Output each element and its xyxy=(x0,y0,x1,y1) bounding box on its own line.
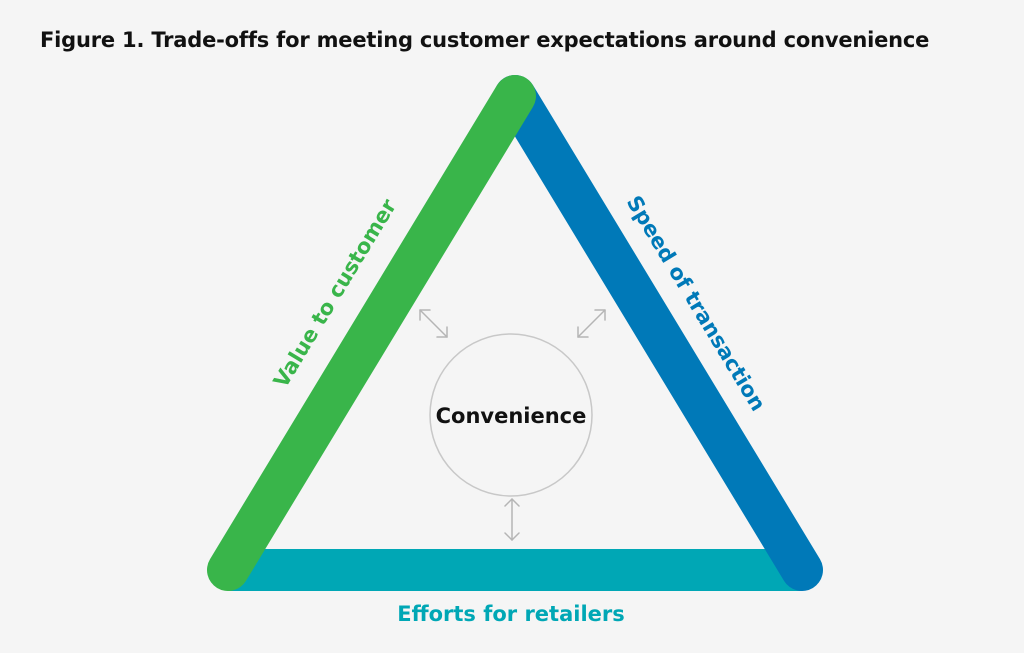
double-arrow-bottom-icon xyxy=(504,498,520,541)
left-side-bar xyxy=(207,75,536,591)
figure-title: Figure 1. Trade-offs for meeting custome… xyxy=(40,28,930,52)
bottom-side-label: Efforts for retailers xyxy=(397,602,625,626)
convenience-label: Convenience xyxy=(436,404,587,428)
double-arrow-upper-right-icon xyxy=(577,309,606,338)
right-side-bar xyxy=(494,75,823,591)
double-arrow-upper-left-icon xyxy=(419,309,448,338)
convenience-circle xyxy=(429,333,593,497)
